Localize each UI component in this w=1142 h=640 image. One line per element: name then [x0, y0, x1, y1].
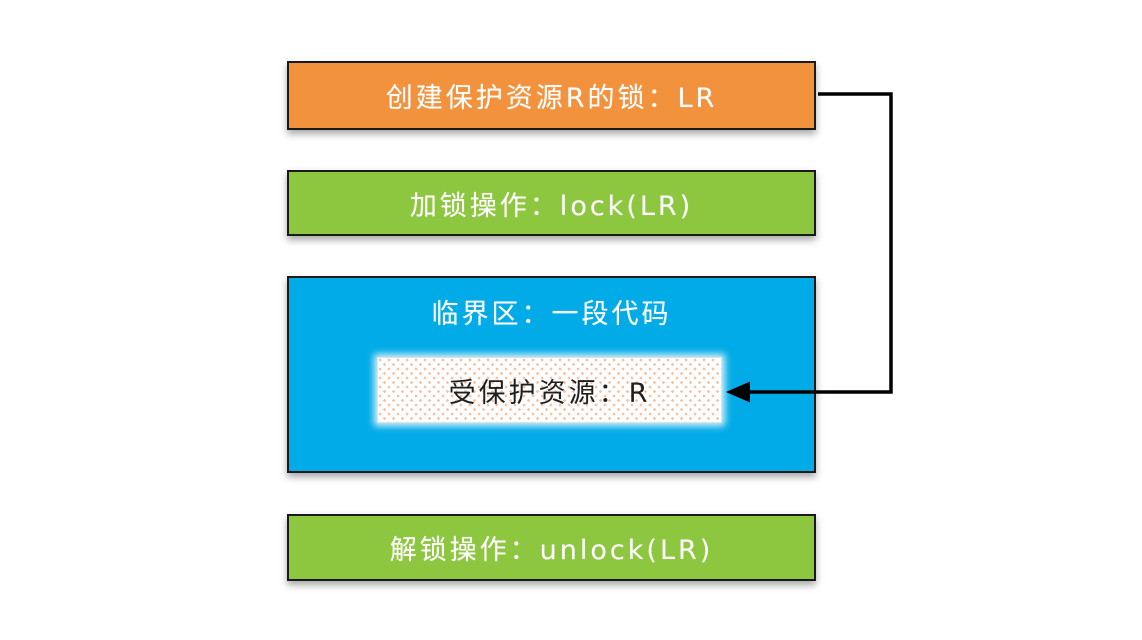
unlock-operation-box: 解锁操作：unlock(LR) [287, 514, 816, 581]
critical-section-label: 临界区：一段代码 [431, 299, 672, 330]
protected-resource-label: 受保护资源：R [448, 377, 651, 409]
lock-operation-box: 加锁操作：lock(LR) [287, 170, 816, 236]
create-lock-box: 创建保护资源R的锁：LR [287, 61, 816, 130]
lock-operation-label: 加锁操作：lock(LR) [409, 190, 694, 222]
protected-resource-box: 受保护资源：R [377, 357, 722, 423]
create-lock-label: 创建保护资源R的锁：LR [385, 83, 718, 114]
critical-section-box: 临界区：一段代码 受保护资源：R [287, 276, 816, 473]
unlock-operation-label: 解锁操作：unlock(LR) [389, 535, 714, 566]
